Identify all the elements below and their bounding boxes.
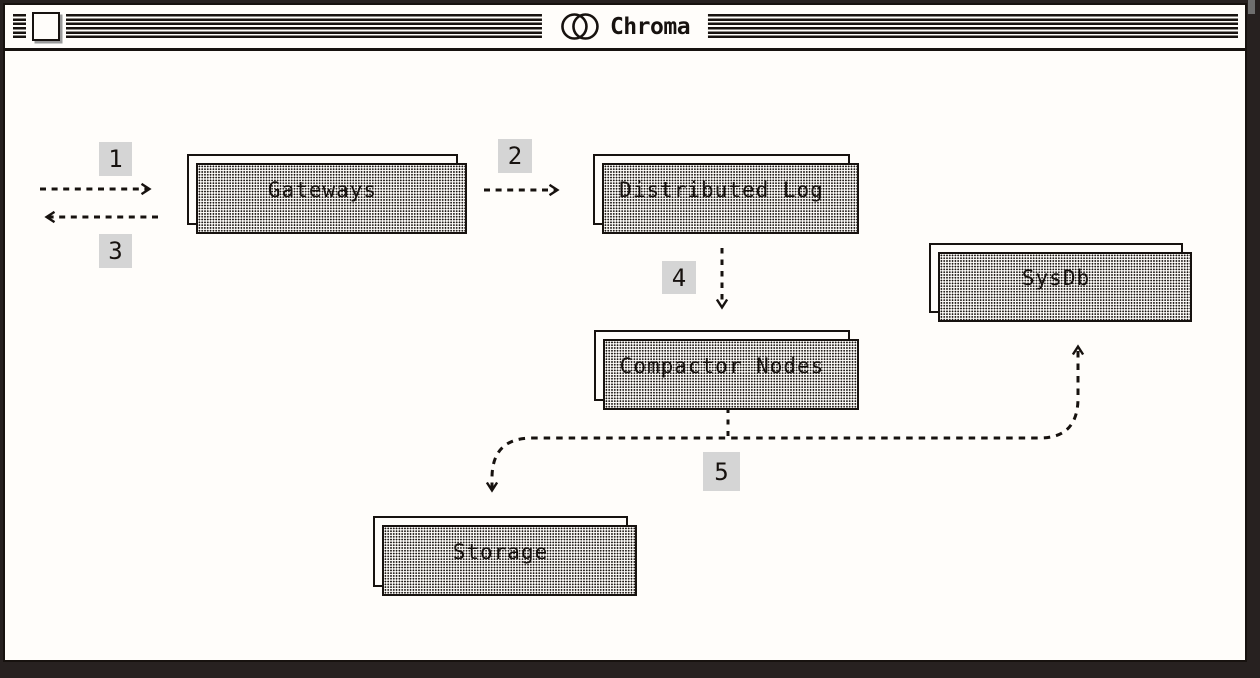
node-compactor-nodes-label: Compactor Nodes xyxy=(619,353,825,378)
node-sysdb-label: SysDb xyxy=(1021,266,1091,290)
window-title: Chroma xyxy=(541,5,709,48)
node-distributed-log: Distributed Log xyxy=(593,154,859,234)
step-badge-2: 2 xyxy=(498,139,532,173)
node-gateways: Gateways xyxy=(187,154,467,234)
step-badge-1: 1 xyxy=(99,142,132,176)
node-compactor-nodes: Compactor Nodes xyxy=(594,330,859,410)
node-sysdb: SysDb xyxy=(929,243,1192,322)
chroma-logo-icon xyxy=(560,11,601,42)
close-button[interactable] xyxy=(32,12,60,41)
step-badge-4: 4 xyxy=(662,261,696,294)
node-distributed-log-label: Distributed Log xyxy=(619,177,824,202)
step-badge-5: 5 xyxy=(703,452,740,491)
window-titlebar: Chroma xyxy=(5,5,1245,51)
node-storage: Storage xyxy=(373,516,637,596)
window-title-text: Chroma xyxy=(609,13,691,40)
node-storage-label: Storage xyxy=(452,539,549,564)
step-badge-3: 3 xyxy=(99,234,132,268)
node-gateways-label: Gateways xyxy=(267,177,378,202)
window-shadow-notch xyxy=(1248,0,1255,14)
